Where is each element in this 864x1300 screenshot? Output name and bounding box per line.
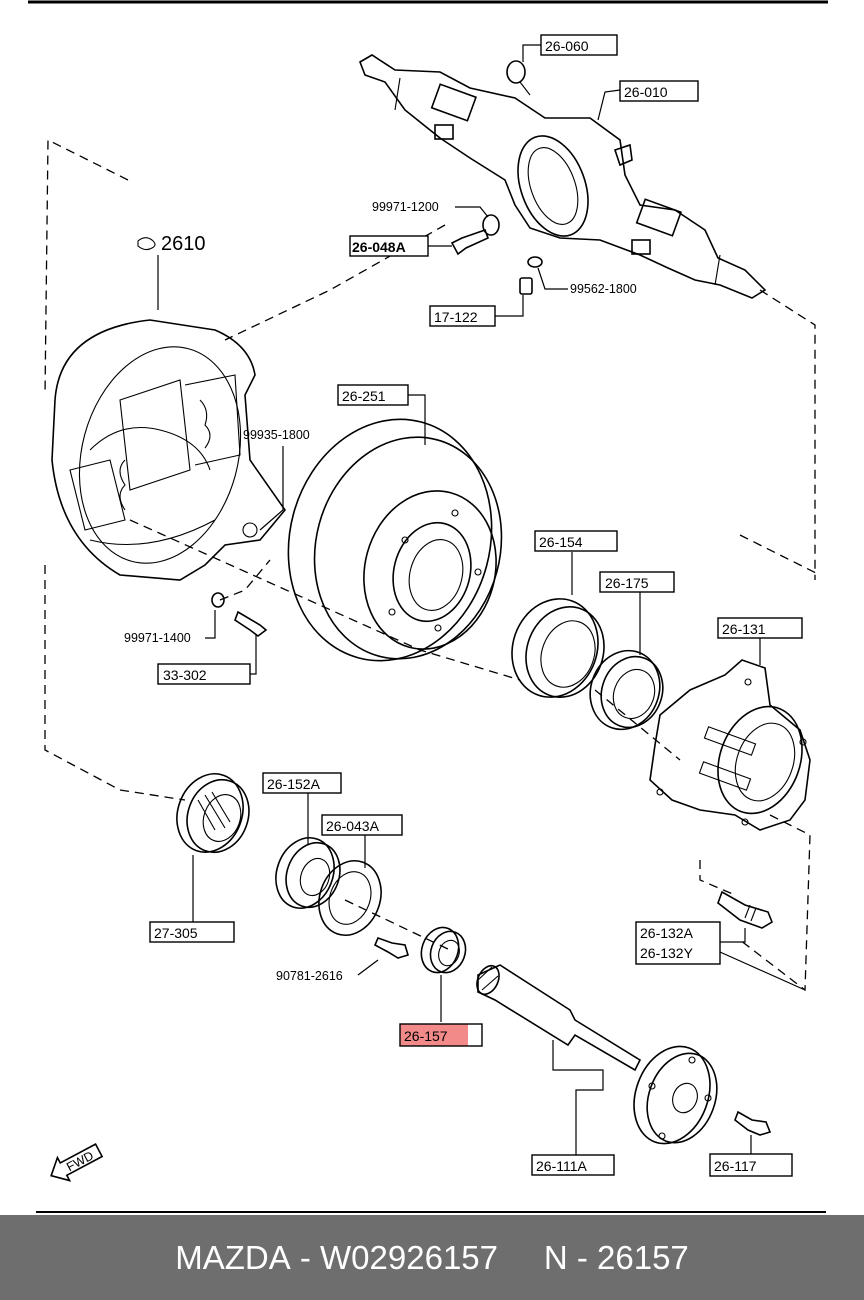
label-90781-2616: 90781-2616	[276, 969, 343, 983]
separator: -	[290, 1238, 321, 1276]
brake-drum	[287, 418, 503, 662]
label-26-251: 26-251	[342, 388, 386, 404]
part-info-footer: MAZDA - W02926157 N - 26157	[0, 1215, 864, 1300]
label-26-131: 26-131	[722, 621, 766, 637]
brand-name: MAZDA	[175, 1238, 291, 1276]
label-17-122: 17-122	[434, 309, 478, 325]
drain-plug	[519, 256, 543, 295]
oil-seal-26-157	[420, 926, 467, 974]
label-boxes	[149, 34, 803, 1177]
label-26-175: 26-175	[605, 575, 649, 591]
label-99562-1800: 99562-1800	[570, 282, 637, 296]
label-26-152a: 26-152A	[267, 776, 321, 792]
oil-seal-26-154	[511, 598, 605, 698]
assembly-guide-lines	[44, 138, 821, 992]
hub-bolt	[717, 890, 773, 929]
fwd-arrow-icon: FWD	[50, 1143, 104, 1182]
retainer-bolt	[373, 936, 409, 959]
wheel-hub	[649, 659, 811, 831]
reference-number: N - 26157	[543, 1238, 689, 1276]
label-26-043a: 26-043A	[326, 818, 380, 834]
label-texts: 26-060 26-010 99971-1200 26-048A 99562-1…	[124, 38, 766, 1174]
label-26-157: 26-157	[404, 1028, 448, 1044]
label-26-060: 26-060	[545, 38, 589, 54]
label-26-154: 26-154	[539, 534, 583, 550]
label-26-111a: 26-111A	[536, 1158, 588, 1174]
label-27-305: 27-305	[154, 925, 198, 941]
retainer-26-152a	[275, 837, 341, 909]
label-33-302: 33-302	[163, 667, 207, 683]
part-number: W02926157	[320, 1238, 499, 1276]
label-26-132a: 26-132A	[640, 925, 694, 941]
label-26-048a: 26-048A	[352, 239, 406, 255]
drum-screw	[211, 592, 268, 637]
spacer	[498, 1239, 544, 1277]
assembly-marker-icon	[137, 237, 156, 251]
leader-lines	[157, 44, 806, 1155]
label-26-010: 26-010	[624, 84, 668, 100]
label-26-132y: 26-132Y	[640, 945, 694, 961]
gasket-26-043a	[318, 860, 382, 936]
label-99971-1200: 99971-1200	[372, 200, 439, 214]
highlight-26-157	[400, 1024, 468, 1046]
axle-housing	[359, 54, 767, 299]
label-99971-1400: 99971-1400	[124, 631, 191, 645]
label-26-117: 26-117	[714, 1158, 757, 1174]
bearing-27-305	[176, 773, 250, 854]
hub-bolt-26-117	[734, 1110, 772, 1136]
brake-backing-plate	[51, 319, 287, 581]
exploded-parts-diagram: 26-060 26-010 99971-1200 26-048A 99562-1…	[28, 0, 828, 1213]
axle-shaft	[476, 964, 718, 1145]
footer-text: MAZDA - W02926157 N - 26157	[0, 1215, 864, 1300]
fwd-label: FWD	[64, 1149, 96, 1175]
label-99935-1800: 99935-1800	[243, 428, 310, 442]
label-2610: 2610	[161, 233, 206, 255]
housing-bolt	[450, 214, 500, 256]
bearing-26-175	[589, 649, 664, 731]
